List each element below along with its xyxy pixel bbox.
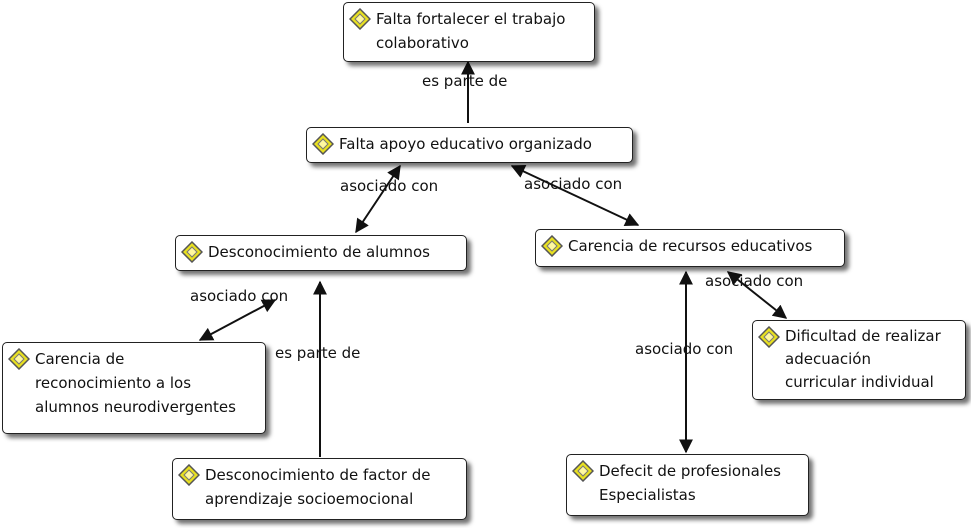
quotation-node-icon [178,464,200,486]
quotation-node-icon [181,241,203,263]
quotation-node-icon [572,460,594,482]
quotation-node-icon [8,348,30,370]
node-label: Defecit de profesionales Especialistas [599,462,781,504]
node-label: Desconocimiento de alumnos [208,243,430,261]
quotation-node-icon [349,8,371,30]
link-line-asociado-con-5 [726,271,788,319]
node-label: Dificultad de realizar adecuación curric… [785,327,941,391]
node-desconocimiento-de-alumnos[interactable]: Desconocimiento de alumnos [175,235,467,271]
link-label-es-parte-de-2: es parte de [275,344,361,362]
link-label-asociado-con-1: asociado con [340,177,439,195]
node-falta-fortalecer-trabajo-colaborativo[interactable]: Falta fortalecer el trabajo colaborativo [343,2,595,62]
node-dificultad-adecuacion-curricular[interactable]: Dificultad de realizar adecuación curric… [752,320,966,400]
node-label: Falta apoyo educativo organizado [339,135,592,153]
node-desconocimiento-factor-socioemocional[interactable]: Desconocimiento de factor de aprendizaje… [172,458,467,520]
node-label: Falta fortalecer el trabajo colaborativo [376,10,566,52]
link-label-asociado-con-2: asociado con [524,175,623,193]
link-label-es-parte-de-1: es parte de [422,72,508,90]
quotation-node-icon [312,133,334,155]
link-line-asociado-con-3 [198,299,277,341]
quotation-node-icon [758,326,780,348]
node-defecit-profesionales-especialistas[interactable]: Defecit de profesionales Especialistas [566,454,809,516]
link-line-asociado-con-1 [355,164,401,234]
link-line-asociado-con-2 [510,165,640,226]
link-label-asociado-con-3: asociado con [190,287,289,305]
node-falta-apoyo-educativo-organizado[interactable]: Falta apoyo educativo organizado [306,127,633,163]
node-carencia-de-recursos-educativos[interactable]: Carencia de recursos educativos [535,229,845,267]
node-label: Carencia de reconocimiento a los alumnos… [35,350,236,416]
link-label-asociado-con-4: asociado con [635,340,734,358]
link-label-asociado-con-5: asociado con [705,272,804,290]
quotation-node-icon [541,235,563,257]
node-label: Desconocimiento de factor de aprendizaje… [205,466,431,508]
node-label: Carencia de recursos educativos [568,237,813,255]
node-carencia-de-reconocimiento[interactable]: Carencia de reconocimiento a los alumnos… [2,342,266,434]
